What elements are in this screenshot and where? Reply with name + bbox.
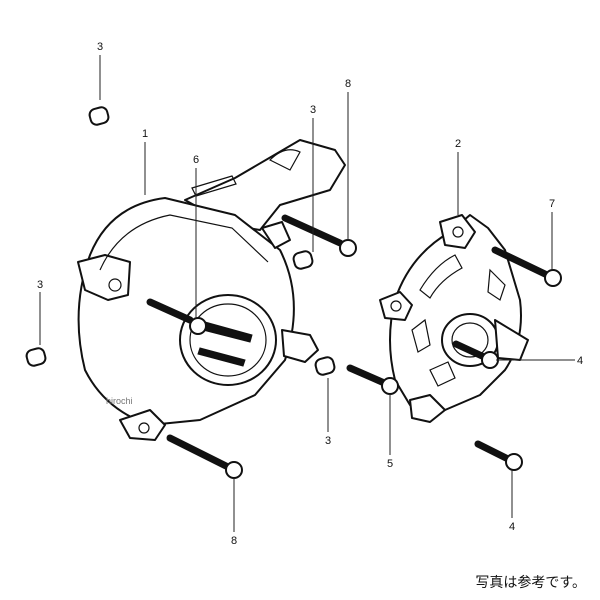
callout-6: 6 bbox=[193, 154, 199, 166]
callout-3-mid: 3 bbox=[310, 104, 316, 116]
callout-3-low: 3 bbox=[325, 435, 331, 447]
dowel-pin-3-low bbox=[314, 356, 336, 376]
callout-3-left: 3 bbox=[37, 279, 43, 291]
bolt-8-upper bbox=[281, 214, 357, 257]
dowel-pin-3-left bbox=[25, 347, 47, 367]
bolt-8-lower bbox=[166, 434, 243, 479]
dowel-pin-3-top bbox=[88, 106, 110, 126]
bolt-7 bbox=[491, 246, 562, 287]
callout-8-lower: 8 bbox=[231, 535, 237, 547]
callout-4-upper: 4 bbox=[577, 355, 583, 367]
bolt-5 bbox=[346, 364, 399, 395]
protector-plate-part bbox=[379, 214, 529, 423]
bolt-6 bbox=[146, 298, 207, 335]
reference-photo-caption: 写真は参考です。 bbox=[475, 575, 586, 591]
callout-8-upper: 8 bbox=[345, 78, 351, 90]
leader-lines bbox=[39, 55, 575, 532]
callout-4-lower: 4 bbox=[509, 521, 515, 533]
callout-7: 7 bbox=[549, 198, 555, 210]
callout-2: 2 bbox=[455, 138, 461, 150]
generator-cover-part bbox=[77, 139, 346, 441]
bolt-4-lower bbox=[474, 440, 523, 471]
callout-5: 5 bbox=[387, 458, 393, 470]
dowel-pin-3-mid bbox=[292, 250, 314, 270]
watermark-text: hirochi bbox=[106, 396, 133, 406]
callout-1: 1 bbox=[142, 128, 148, 140]
callout-3-top: 3 bbox=[97, 41, 103, 53]
